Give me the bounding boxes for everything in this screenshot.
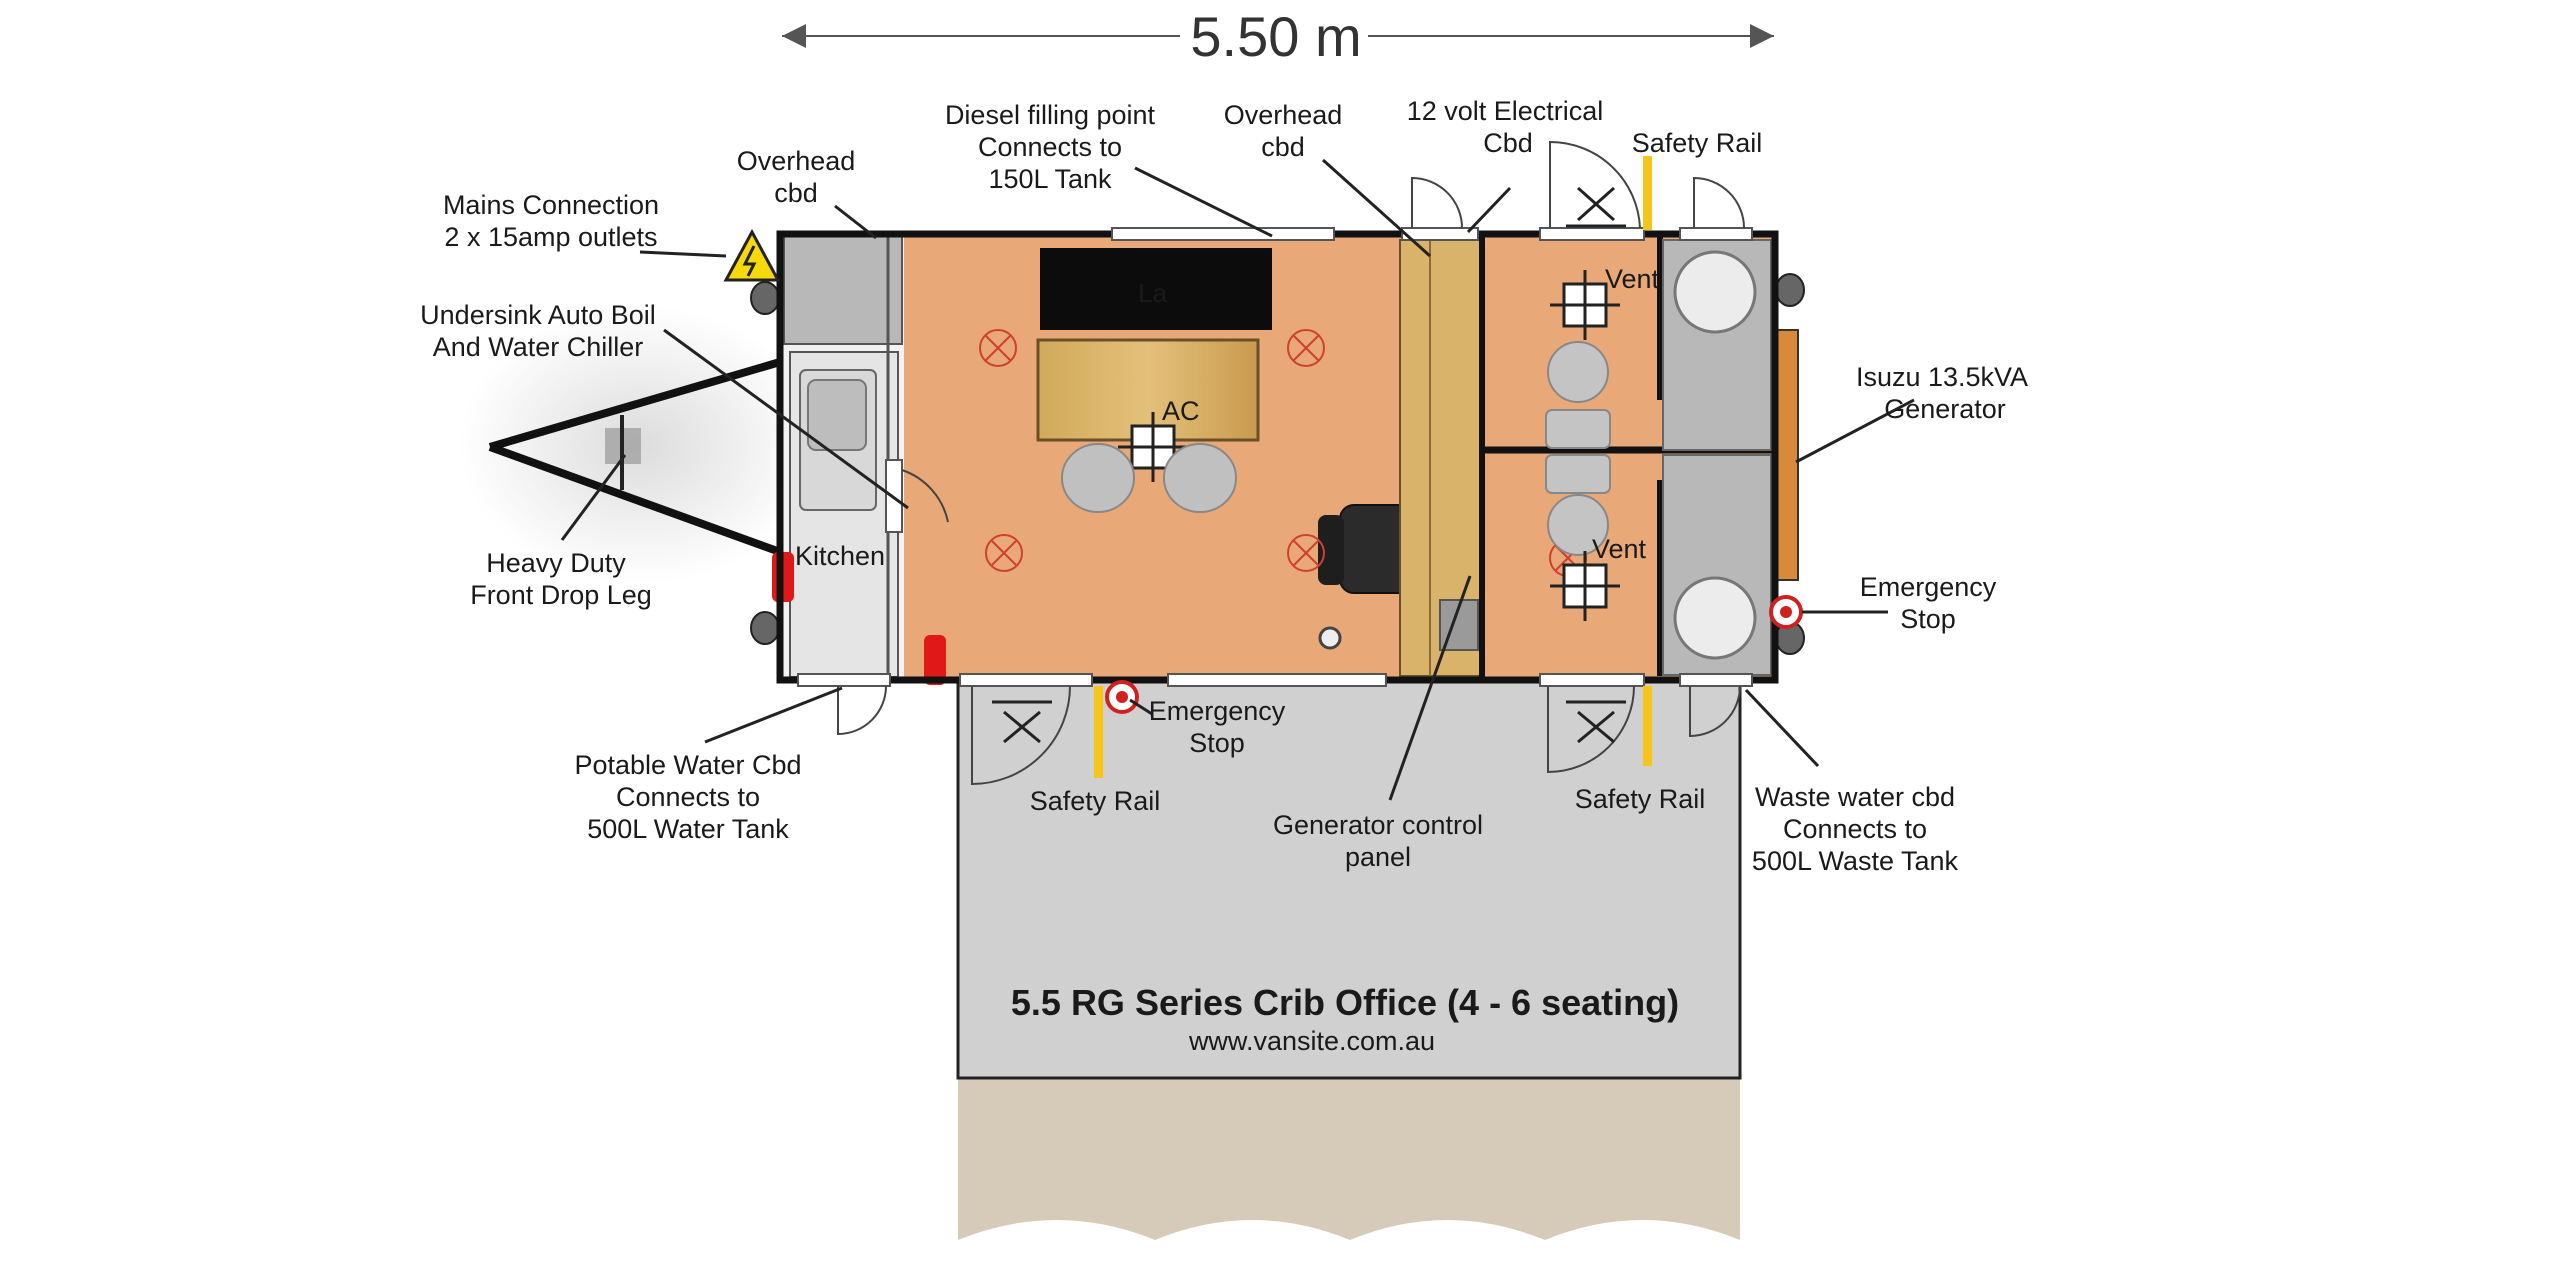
svg-text:500L Waste Tank: 500L Waste Tank bbox=[1752, 846, 1959, 876]
svg-text:Stop: Stop bbox=[1189, 728, 1245, 758]
svg-text:Generator: Generator bbox=[1884, 394, 2006, 424]
ac-unit-icon bbox=[1118, 412, 1188, 482]
svg-text:cbd: cbd bbox=[1261, 132, 1305, 162]
fire-extinguisher-icon bbox=[924, 635, 946, 685]
a-frame-hitch bbox=[488, 358, 782, 556]
safety-rail bbox=[1643, 156, 1652, 230]
sink-bowl bbox=[807, 379, 867, 451]
svg-text:Connects to: Connects to bbox=[1783, 814, 1927, 844]
emergency-stop-icon bbox=[1769, 595, 1803, 629]
door-mat-icon bbox=[992, 186, 1626, 744]
black-bench bbox=[1040, 248, 1272, 330]
callout-potable-water: Potable Water Cbd Connects to 500L Water… bbox=[574, 750, 801, 844]
bench-seating bbox=[1545, 341, 1611, 556]
callout-waste-water: Waste water cbd Connects to 500L Waste T… bbox=[1752, 782, 1959, 876]
overhead-cupboard-left bbox=[783, 235, 903, 345]
electrical-hazard-icon bbox=[723, 228, 781, 282]
svg-text:Connects to: Connects to bbox=[616, 782, 760, 812]
svg-text:Generator control: Generator control bbox=[1273, 810, 1483, 840]
callout-mains-connection: Mains Connection 2 x 15amp outlets bbox=[443, 190, 659, 252]
svg-text:Overhead: Overhead bbox=[737, 146, 856, 176]
svg-text:Connects to: Connects to bbox=[978, 132, 1122, 162]
callout-undersink: Undersink Auto Boil And Water Chiller bbox=[420, 300, 656, 362]
corner-jack-icon bbox=[750, 281, 780, 315]
callout-estop-front: Emergency Stop bbox=[1149, 696, 1286, 758]
callout-safety-rail-top: Safety Rail bbox=[1632, 128, 1763, 158]
corner-jack-icon bbox=[1775, 273, 1805, 307]
svg-text:panel: panel bbox=[1345, 842, 1411, 872]
building-shell bbox=[780, 234, 1775, 680]
svg-text:cbd: cbd bbox=[774, 178, 818, 208]
window bbox=[797, 227, 1753, 687]
svg-text:Mains Connection: Mains Connection bbox=[443, 190, 659, 220]
callout-leaders bbox=[560, 158, 1915, 801]
callout-overhead-cbd-mid: Overhead cbd bbox=[1224, 100, 1343, 162]
safety-rail bbox=[1643, 686, 1652, 766]
door-swing bbox=[837, 140, 1745, 786]
callout-safety-rail-right: Safety Rail bbox=[1575, 784, 1706, 814]
svg-text:500L Water Tank: 500L Water Tank bbox=[587, 814, 789, 844]
svg-text:Safety Rail: Safety Rail bbox=[1632, 128, 1763, 158]
svg-text:Heavy Duty: Heavy Duty bbox=[486, 548, 626, 578]
svg-text:Cbd: Cbd bbox=[1483, 128, 1533, 158]
safety-rail bbox=[1094, 686, 1103, 778]
basin-icon bbox=[1673, 576, 1757, 660]
vent-label-bottom: Vent bbox=[1592, 534, 1647, 564]
svg-text:And Water Chiller: And Water Chiller bbox=[433, 332, 644, 362]
kitchen-label: Kitchen bbox=[795, 541, 885, 571]
svg-text:Stop: Stop bbox=[1900, 604, 1956, 634]
callout-diesel: Diesel filling point Connects to 150L Ta… bbox=[945, 100, 1156, 194]
svg-text:Safety Rail: Safety Rail bbox=[1030, 786, 1161, 816]
dimension-line: 5.50 m bbox=[782, 5, 1774, 68]
svg-text:150L Tank: 150L Tank bbox=[988, 164, 1112, 194]
svg-text:Potable Water Cbd: Potable Water Cbd bbox=[574, 750, 801, 780]
bench-text: La bbox=[1138, 278, 1167, 308]
basin-icon bbox=[1673, 250, 1757, 334]
vent-icon bbox=[1550, 270, 1620, 340]
svg-text:Overhead: Overhead bbox=[1224, 100, 1343, 130]
dimension-label: 5.50 m bbox=[1190, 5, 1361, 68]
svg-text:Emergency: Emergency bbox=[1860, 572, 1997, 602]
ground-strip bbox=[958, 1075, 1740, 1240]
alarm-beacon-icon bbox=[1318, 626, 1342, 650]
callout-drop-leg: Heavy Duty Front Drop Leg bbox=[470, 548, 652, 610]
website-url: www.vansite.com.au bbox=[1188, 1026, 1435, 1056]
svg-text:Waste water cbd: Waste water cbd bbox=[1755, 782, 1955, 812]
vent-label-top: Vent bbox=[1605, 264, 1660, 294]
vent-icon bbox=[1550, 551, 1620, 621]
svg-text:Diesel filling point: Diesel filling point bbox=[945, 100, 1156, 130]
svg-text:12 volt Electrical: 12 volt Electrical bbox=[1407, 96, 1604, 126]
callout-estop-right: Emergency Stop bbox=[1860, 572, 1997, 634]
svg-text:Emergency: Emergency bbox=[1149, 696, 1286, 726]
plan-title: 5.5 RG Series Crib Office (4 - 6 seating… bbox=[1011, 982, 1679, 1023]
callout-overhead-cbd-left: Overhead cbd bbox=[737, 146, 856, 208]
svg-text:Safety Rail: Safety Rail bbox=[1575, 784, 1706, 814]
office-chair-icon bbox=[1061, 443, 1135, 513]
kitchen-door-swing bbox=[901, 469, 949, 523]
callout-electrical: 12 volt Electrical Cbd bbox=[1407, 96, 1604, 158]
svg-text:Undersink Auto Boil: Undersink Auto Boil bbox=[420, 300, 656, 330]
callout-safety-rail-left: Safety Rail bbox=[1030, 786, 1161, 816]
callout-generator-panel: Generator control panel bbox=[1273, 810, 1483, 872]
svg-text:Front Drop Leg: Front Drop Leg bbox=[470, 580, 652, 610]
svg-text:Isuzu 13.5kVA: Isuzu 13.5kVA bbox=[1856, 362, 2028, 392]
ac-label: AC bbox=[1162, 396, 1200, 426]
office-chair-icon bbox=[1163, 443, 1237, 513]
callout-generator: Isuzu 13.5kVA Generator bbox=[1856, 362, 2028, 424]
emergency-stop-icon bbox=[1105, 680, 1139, 714]
timber-table bbox=[1036, 338, 1260, 442]
svg-text:2 x 15amp outlets: 2 x 15amp outlets bbox=[444, 222, 657, 252]
corner-jack-icon bbox=[750, 611, 780, 645]
generator-box bbox=[1775, 329, 1799, 581]
